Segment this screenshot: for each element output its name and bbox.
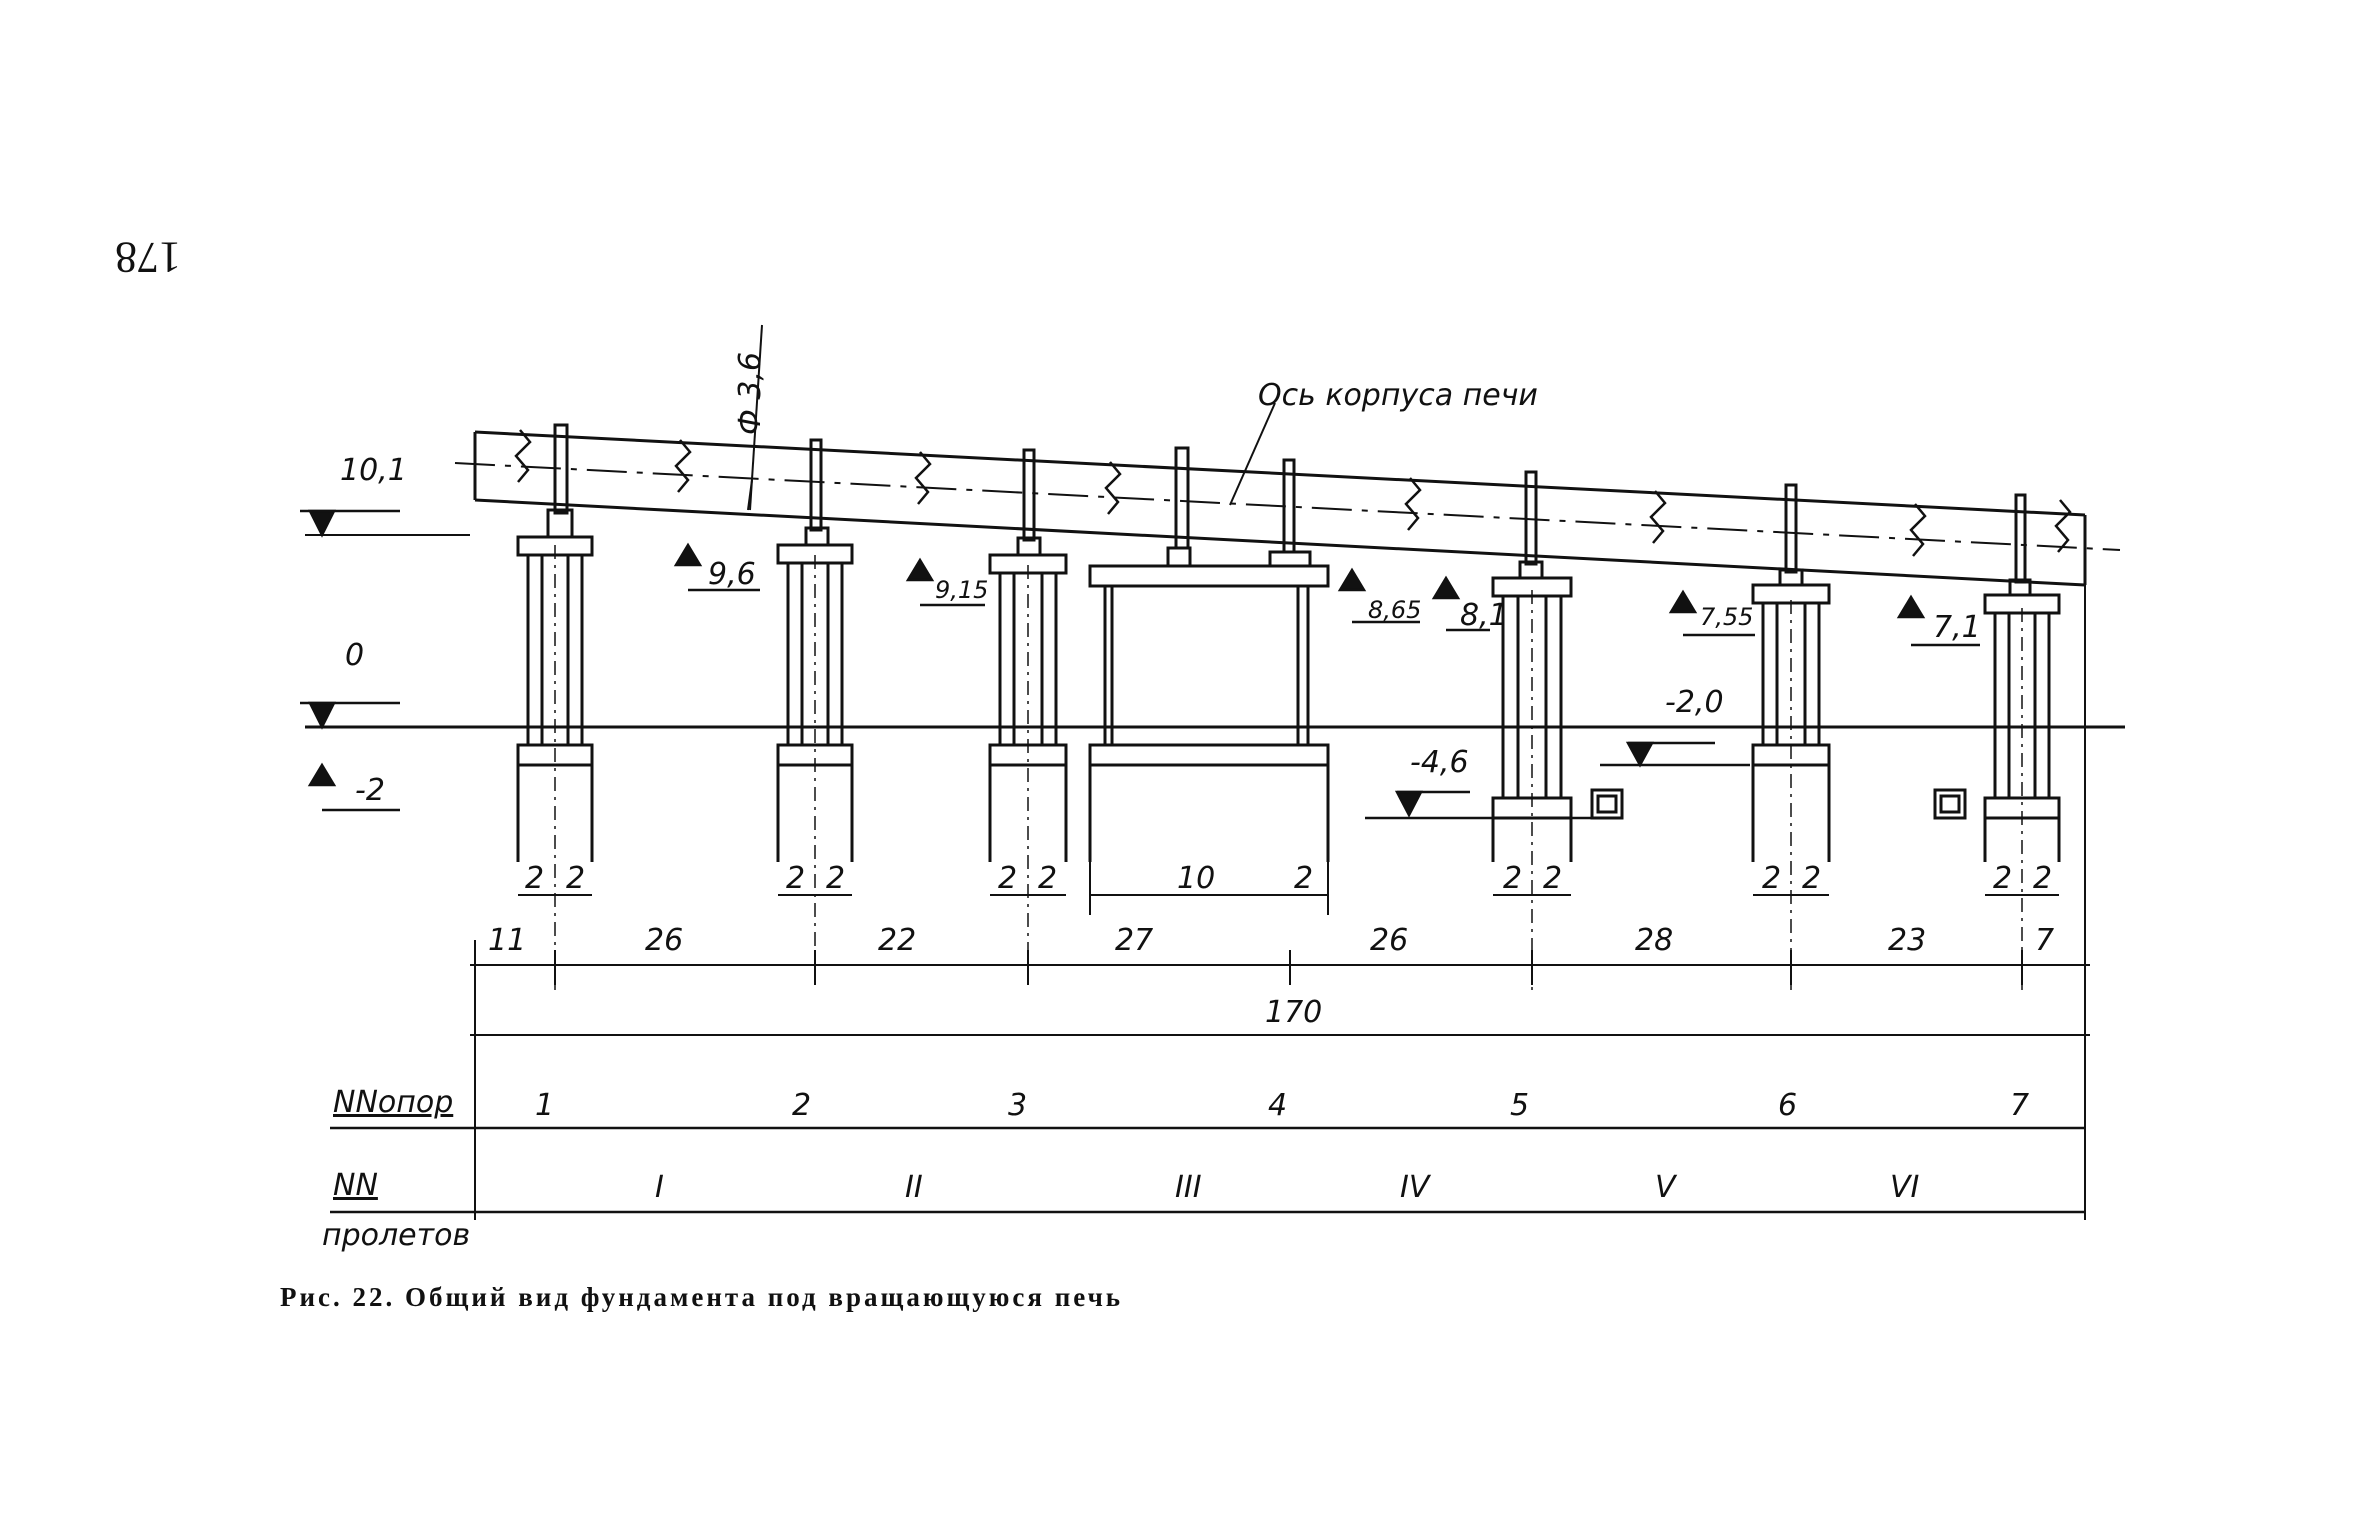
diameter-label: Ф 3,6 <box>733 352 768 435</box>
span-dim: 23 <box>1888 923 1926 958</box>
figure-caption: Рис. 22. Общий вид фундамента под вращаю… <box>280 1282 1124 1312</box>
supports-row-label: NNопор <box>333 1085 453 1120</box>
level-8-1-label: 8,1 <box>1460 598 1508 633</box>
span-dim: 7 <box>2035 923 2054 958</box>
column-dimension-lines <box>518 862 2059 915</box>
diameter-dimension <box>747 324 763 511</box>
column-dim: 2 <box>786 861 805 896</box>
support-1 <box>516 423 594 862</box>
span-dimension-line <box>470 585 2090 1220</box>
support-number: 6 <box>1778 1088 1797 1123</box>
span-dim: 26 <box>1370 923 1408 958</box>
level-minus-2-0-label: -2,0 <box>1665 685 1724 720</box>
support-number: 4 <box>1268 1088 1287 1123</box>
axis-label: Ось корпуса печи <box>1258 378 1538 413</box>
support-number: 2 <box>792 1088 811 1123</box>
support-6 <box>1751 483 1967 862</box>
span-dim: 28 <box>1635 923 1673 958</box>
spans-row-label-2: пролетов <box>322 1218 470 1253</box>
level-9-15-label: 9,15 <box>935 576 988 604</box>
column-dim: 2 <box>1802 861 1821 896</box>
column-dim: 2 <box>998 861 1017 896</box>
span-dim: 27 <box>1115 923 1153 958</box>
span-number: IV <box>1400 1170 1432 1205</box>
column-dim: 2 <box>1294 861 1313 896</box>
span-number: II <box>905 1170 923 1205</box>
column-dim: 2 <box>1543 861 1562 896</box>
span-dim: 26 <box>645 923 683 958</box>
axis-leader <box>1229 402 1276 506</box>
support-number: 3 <box>1008 1088 1027 1123</box>
kiln-shell <box>454 430 2121 587</box>
span-number: VI <box>1890 1170 1920 1205</box>
column-dim: 2 <box>1993 861 2012 896</box>
support-number: 7 <box>2010 1088 2029 1123</box>
level-zero-label: 0 <box>345 638 364 673</box>
column-dim: 2 <box>826 861 845 896</box>
support-centerlines <box>554 545 2023 990</box>
level-markers <box>300 509 1980 820</box>
span-dim: 11 <box>488 923 526 958</box>
level-minus-4-6-label: -4,6 <box>1410 745 1469 780</box>
level-top-label: 10,1 <box>340 453 407 488</box>
span-number: III <box>1175 1170 1202 1205</box>
support-4 <box>1088 446 1330 862</box>
level-minus2-label: -2 <box>355 773 385 808</box>
column-dim: 2 <box>525 861 544 896</box>
span-number: V <box>1655 1170 1678 1205</box>
level-7-1-label: 7,1 <box>1933 610 1981 645</box>
column-dim: 2 <box>1503 861 1522 896</box>
break-marks <box>514 429 2072 557</box>
level-8-65-label: 8,65 <box>1368 596 1421 624</box>
support-5 <box>1491 470 1624 862</box>
column-dim: 2 <box>2033 861 2052 896</box>
level-9-6-label: 9,6 <box>708 557 756 592</box>
table-lines <box>330 1126 2085 1214</box>
support-number: 5 <box>1510 1088 1529 1123</box>
column-dim: 2 <box>566 861 585 896</box>
support-number: 1 <box>535 1088 554 1123</box>
span-number: I <box>655 1170 664 1205</box>
column-dim: 2 <box>1038 861 1057 896</box>
spans-row-label: NN <box>333 1168 378 1203</box>
column-dim: 2 <box>1762 861 1781 896</box>
level-7-55-label: 7,55 <box>1700 603 1753 631</box>
column-dim: 10 <box>1177 861 1215 896</box>
total-length: 170 <box>1265 995 1322 1030</box>
span-dim: 22 <box>878 923 916 958</box>
